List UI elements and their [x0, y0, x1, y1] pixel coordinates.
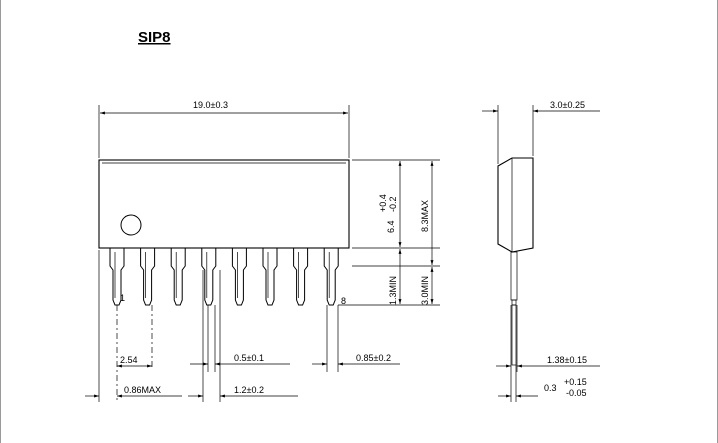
lead-thk-tol-plus: +0.15	[564, 377, 587, 387]
thickness-dim: 3.0±0.25	[550, 100, 585, 110]
height-dim: 6.4	[386, 220, 396, 233]
pin-label-last: 8	[341, 296, 346, 306]
offset-dim: 0.86MAX	[124, 385, 161, 395]
lead-2	[140, 248, 156, 306]
lead-4	[201, 248, 217, 306]
lead-min-dim: 1.3MIN	[388, 276, 398, 305]
length-dim: 19.0±0.3	[193, 100, 228, 110]
leads	[109, 248, 339, 306]
lead-thk-tol-minus: -0.05	[566, 388, 587, 398]
side-view-lead	[511, 304, 517, 366]
pin-label-first: 1	[120, 293, 125, 303]
lead-tip-dim: 0.85±0.2	[356, 353, 391, 363]
package-body	[98, 159, 350, 249]
side-view-body	[497, 157, 534, 253]
lead-width-dim: 0.5±0.1	[234, 353, 264, 363]
lead-5	[231, 248, 247, 306]
shoulder-dim: 1.2±0.2	[234, 385, 264, 395]
package-title: SIP8	[138, 29, 171, 46]
lead-3	[170, 248, 186, 306]
max-height-dim: 8.3MAX	[420, 200, 430, 232]
lead-thk-dim: 0.3	[544, 383, 557, 393]
lead-8	[323, 248, 339, 306]
height-tol-plus: +0.4	[378, 194, 388, 212]
lead-6	[262, 248, 278, 306]
pin1-marker-icon	[120, 214, 142, 236]
side-lead-dim: 1.38±0.15	[547, 355, 587, 365]
pitch-dim: 2.54	[120, 355, 138, 365]
lead-7	[293, 248, 309, 306]
lead-total-min-dim: 3.0MIN	[420, 276, 430, 305]
height-tol-minus: -0.2	[388, 196, 398, 212]
